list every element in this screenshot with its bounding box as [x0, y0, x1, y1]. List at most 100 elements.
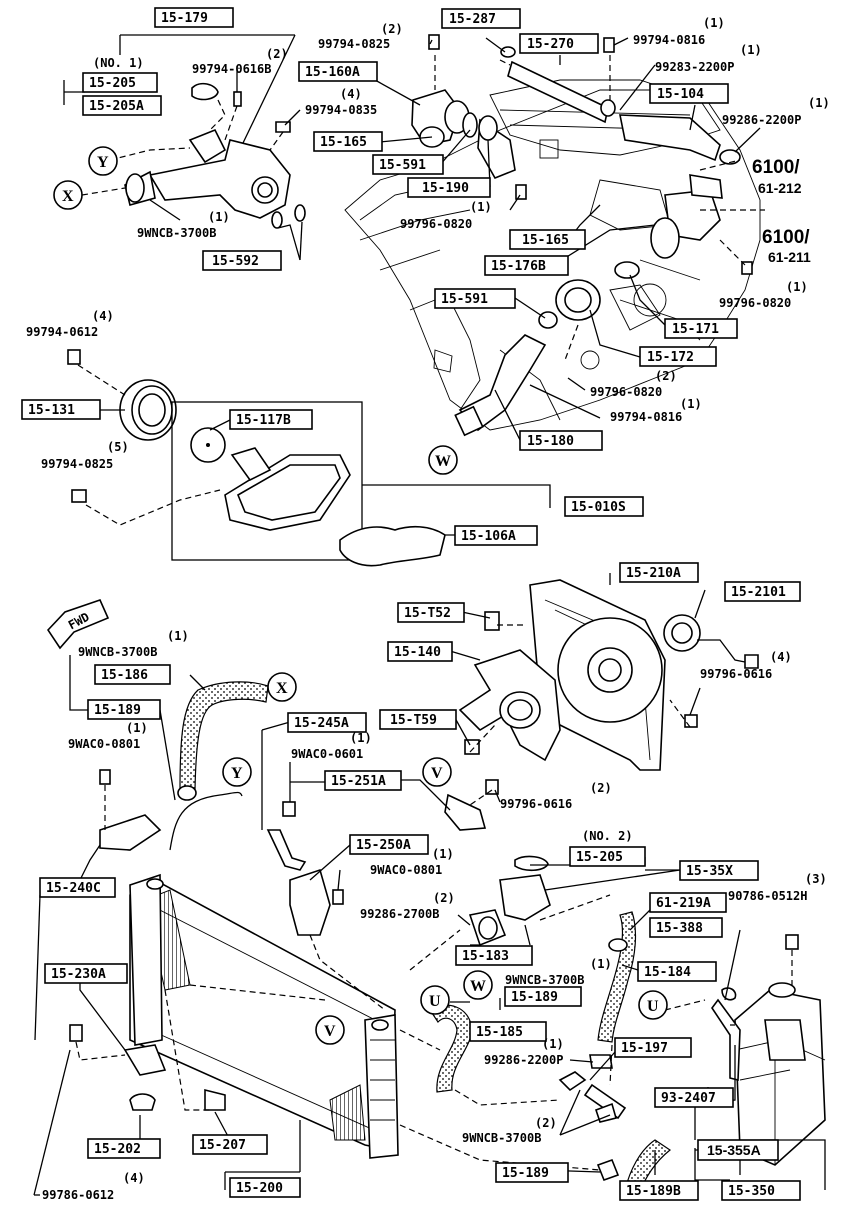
radiator-hoses-left — [99, 681, 344, 936]
svg-text:15-388: 15-388 — [656, 921, 703, 936]
water-pump-group — [67, 349, 551, 567]
svg-text:15-T52: 15-T52 — [404, 606, 451, 621]
marker-w-mid: W — [428, 445, 458, 475]
callout-qty: (2) — [433, 891, 455, 905]
callout-part: 99794-0825 — [318, 37, 390, 51]
callout-qty: (2) — [535, 1116, 557, 1130]
svg-text:15-200: 15-200 — [236, 1181, 283, 1196]
part-15-388: 15-388 — [649, 917, 723, 938]
svg-text:15-197: 15-197 — [621, 1041, 668, 1056]
marker-x-top: X — [53, 180, 83, 210]
part-15-106A: 15-106A — [454, 525, 538, 546]
part-15-350: 15-350 — [721, 1180, 801, 1201]
svg-text:15-104: 15-104 — [657, 87, 704, 102]
svg-text:15-202: 15-202 — [94, 1142, 141, 1157]
callout-qty: (1) — [808, 96, 830, 110]
svg-text:15-591: 15-591 — [379, 158, 426, 173]
part-15-165-right: 15-165 — [509, 229, 586, 250]
part-15-171: 15-171 — [664, 318, 738, 339]
part-15-160A: 15-160A — [298, 61, 378, 82]
callout-6100-a: 6100/ — [752, 157, 800, 178]
svg-text:W: W — [470, 978, 486, 995]
callout-qty: (1) — [680, 397, 702, 411]
marker-w-low: W — [463, 970, 493, 1000]
svg-text:15-189B: 15-189B — [626, 1184, 681, 1199]
svg-text:15-230A: 15-230A — [51, 967, 106, 982]
svg-text:15-189: 15-189 — [511, 990, 558, 1005]
marker-u-right: U — [638, 990, 668, 1020]
part-15-197: 15-197 — [614, 1037, 692, 1058]
part-15-180: 15-180 — [519, 430, 603, 451]
callout-no2: (NO. 2) — [582, 829, 633, 843]
svg-text:15-35X: 15-35X — [686, 864, 733, 879]
part-15-230A: 15-230A — [44, 963, 128, 984]
marker-y-low: Y — [222, 757, 252, 787]
part-15-205A: 15-205A — [82, 95, 162, 116]
callout-61-212: 61-212 — [758, 180, 802, 196]
callout-part: 9WAC0-0801 — [68, 737, 140, 751]
svg-text:15-117B: 15-117B — [236, 413, 291, 428]
callout-part: 99286-2200P — [722, 113, 801, 127]
svg-text:15-205: 15-205 — [576, 850, 623, 865]
svg-text:15-2101: 15-2101 — [731, 585, 786, 600]
callout-6100-b: 6100/ — [762, 227, 810, 248]
callout-part: 99794-0835 — [305, 103, 377, 117]
part-15-190: 15-190 — [407, 177, 491, 198]
fan-shroud-group — [444, 579, 759, 831]
part-15-250A: 15-250A — [349, 834, 429, 855]
svg-text:15-184: 15-184 — [644, 965, 691, 980]
svg-text:15-165: 15-165 — [320, 135, 367, 150]
callout-part: 9WNCB-3700B — [137, 226, 216, 240]
svg-text:61-219A: 61-219A — [656, 896, 711, 911]
callout-61-211: 61-211 — [768, 249, 811, 265]
callout-labels: (NO. 1) (2) 99794-0616B (4) 99794-0835 (… — [26, 16, 830, 1202]
callout-qty: (4) — [92, 309, 114, 323]
svg-text:15-183: 15-183 — [462, 949, 509, 964]
callout-qty: (2) — [590, 781, 612, 795]
part-15-35X: 15-35X — [679, 860, 759, 881]
part-15-189-mid: 15-189 — [504, 986, 582, 1007]
part-15-117B: 15-117B — [229, 409, 313, 430]
marker-u-left: U — [420, 985, 450, 1015]
callout-part: 9WNCB-3700B — [78, 645, 157, 659]
svg-text:15-140: 15-140 — [394, 645, 441, 660]
svg-text:X: X — [62, 188, 74, 205]
part-15-010S: 15-010S — [564, 496, 644, 517]
part-15-2101: 15-2101 — [724, 581, 801, 602]
part-15-189-left: 15-189 — [87, 699, 161, 720]
svg-text:15-189: 15-189 — [94, 703, 141, 718]
svg-text:15-185: 15-185 — [476, 1025, 523, 1040]
svg-text:15-T59: 15-T59 — [390, 713, 437, 728]
part-15-591-mid: 15-591 — [434, 288, 516, 309]
svg-text:15-250A: 15-250A — [356, 838, 411, 853]
callout-qty: (5) — [107, 440, 129, 454]
callout-qty: (4) — [770, 650, 792, 664]
svg-text:15-355A: 15-355A — [707, 1142, 761, 1158]
svg-text:15-180: 15-180 — [527, 434, 574, 449]
svg-text:U: U — [647, 998, 659, 1015]
svg-text:15-240C: 15-240C — [46, 881, 101, 896]
svg-text:15-245A: 15-245A — [294, 716, 349, 731]
fwd-arrow: FWD — [46, 599, 110, 650]
callout-part: 99786-0612 — [42, 1188, 114, 1202]
svg-text:V: V — [324, 1023, 336, 1040]
marker-y-top: Y — [88, 146, 118, 176]
callout-part: 9WNCB-3700B — [505, 973, 584, 987]
part-15-592: 15-592 — [202, 250, 282, 271]
part-15-207: 15-207 — [192, 1134, 268, 1155]
callout-part: 99796-0820 — [719, 296, 791, 310]
callout-part: 99796-0820 — [590, 385, 662, 399]
part-15-131: 15-131 — [21, 399, 101, 420]
svg-text:Y: Y — [97, 154, 109, 171]
svg-text:V: V — [431, 765, 443, 782]
svg-text:15-176B: 15-176B — [491, 259, 546, 274]
svg-text:Y: Y — [231, 765, 243, 782]
upper-water-pipe-group — [411, 34, 765, 437]
svg-text:15-251A: 15-251A — [331, 774, 386, 789]
part-15-210A: 15-210A — [619, 562, 699, 583]
svg-text:93-2407: 93-2407 — [661, 1091, 716, 1106]
part-15-202: 15-202 — [87, 1138, 161, 1159]
part-15-200: 15-200 — [229, 1177, 301, 1198]
svg-text:15-591: 15-591 — [441, 292, 488, 307]
